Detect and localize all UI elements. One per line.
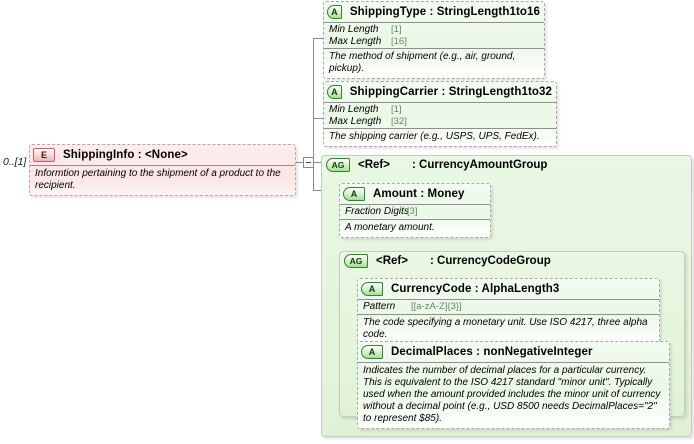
node-amount-name: Amount : Money: [373, 188, 465, 200]
node-shippingcarrier-title: A ShippingCarrier : StringLength1to32: [324, 82, 556, 102]
node-amount-documentation: A monetary amount.: [340, 218, 490, 237]
connector-trunk: [313, 38, 314, 190]
facet-label: Min Length: [329, 104, 379, 115]
facet-value: [1]: [391, 104, 402, 115]
attribute-group-badge-icon: AG: [344, 254, 368, 268]
facet-label: Fraction Digits: [345, 206, 409, 217]
attribute-badge-icon: A: [343, 187, 365, 201]
node-shippinginfo-title: E ShippingInfo : <None>: [30, 145, 295, 165]
node-amount-title: A Amount : Money: [340, 184, 490, 204]
node-decimalplaces[interactable]: A DecimalPlaces : nonNegativeInteger Ind…: [357, 341, 670, 429]
node-amount-facets: Fraction Digits [3]: [340, 204, 490, 219]
node-shippingtype-name: ShippingType : StringLength1to16: [349, 6, 540, 18]
facet-label: Min Length: [329, 24, 379, 35]
node-shippinginfo[interactable]: E ShippingInfo : <None> Informtion perta…: [29, 144, 296, 196]
node-decimalplaces-name: DecimalPlaces : nonNegativeInteger: [391, 346, 593, 358]
node-shippingtype-title: A ShippingType : StringLength1to16: [324, 2, 544, 22]
node-currencycode-name: CurrencyCode : AlphaLength3: [391, 283, 560, 295]
node-shippingtype[interactable]: A ShippingType : StringLength1to16 Min L…: [323, 1, 545, 79]
node-shippingtype-facets: Min Length [1] Max Length [16]: [324, 22, 544, 48]
group-currencycodegroup-title: AG <Ref> : CurrencyCodeGroup: [340, 252, 684, 270]
node-shippingtype-documentation: The method of shipment (e.g., air, groun…: [324, 48, 544, 78]
node-shippingcarrier-name: ShippingCarrier : StringLength1to32: [349, 86, 552, 98]
facet-row: Pattern [[a-zA-Z]{3}]: [363, 301, 654, 313]
attribute-badge-icon: A: [327, 5, 342, 19]
node-shippingcarrier[interactable]: A ShippingCarrier : StringLength1to32 Mi…: [323, 81, 557, 147]
facet-value: [16]: [391, 35, 407, 47]
node-currencycode-facets: Pattern [[a-zA-Z]{3}]: [358, 299, 659, 314]
node-decimalplaces-title: A DecimalPlaces : nonNegativeInteger: [358, 342, 669, 362]
facet-value: [[a-zA-Z]{3}]: [411, 301, 462, 312]
node-shippinginfo-name: ShippingInfo : <None>: [63, 149, 188, 161]
attribute-badge-icon: A: [361, 345, 383, 359]
connector-root-stub: [296, 162, 306, 163]
facet-value: [3]: [407, 206, 418, 217]
facet-row: Max Length [16]: [329, 36, 539, 48]
node-currencycode-title: A CurrencyCode : AlphaLength3: [358, 279, 659, 299]
group-currencyamountgroup-name: : CurrencyAmountGroup: [411, 159, 548, 171]
node-shippingcarrier-facets: Min Length [1] Max Length [32]: [324, 102, 556, 128]
group-ref-label: <Ref>: [376, 255, 408, 267]
connector-expander-to-trunk: [314, 162, 322, 163]
group-currencycodegroup-name: : CurrencyCodeGroup: [429, 255, 551, 267]
node-currencycode-documentation: The code specifying a monetary unit. Use…: [358, 313, 659, 344]
facet-row: Max Length [32]: [329, 116, 551, 128]
node-shippinginfo-documentation: Informtion pertaining to the shipment of…: [30, 165, 295, 195]
connector-branch-shippingtype: [313, 38, 323, 39]
node-currencycode[interactable]: A CurrencyCode : AlphaLength3 Pattern [[…: [357, 278, 660, 345]
connector-branch-currencyamountgroup: [313, 190, 322, 191]
attribute-badge-icon: A: [361, 282, 383, 296]
facet-value: [32]: [391, 115, 407, 127]
group-ref-label: <Ref>: [358, 159, 390, 171]
facet-label: Max Length: [329, 35, 382, 47]
attribute-badge-icon: A: [327, 85, 342, 99]
facet-row: Min Length [1]: [329, 24, 539, 36]
node-shippingcarrier-documentation: The shipping carrier (e.g., USPS, UPS, F…: [324, 128, 556, 146]
element-badge-icon: E: [33, 148, 55, 162]
facet-row: Min Length [1]: [329, 104, 551, 116]
connector-branch-shippingcarrier: [313, 118, 323, 119]
node-decimalplaces-documentation: Indicates the number of decimal places f…: [358, 362, 669, 428]
facet-row: Fraction Digits [3]: [345, 206, 485, 218]
facet-label: Pattern: [363, 301, 396, 312]
facet-value: [1]: [391, 24, 402, 35]
facet-label: Max Length: [329, 115, 382, 127]
node-amount[interactable]: A Amount : Money Fraction Digits [3] A m…: [339, 183, 491, 238]
cardinality-label: 0..[1]: [3, 156, 27, 168]
attribute-group-badge-icon: AG: [326, 158, 350, 172]
group-currencyamountgroup-title: AG <Ref> : CurrencyAmountGroup: [322, 156, 691, 174]
